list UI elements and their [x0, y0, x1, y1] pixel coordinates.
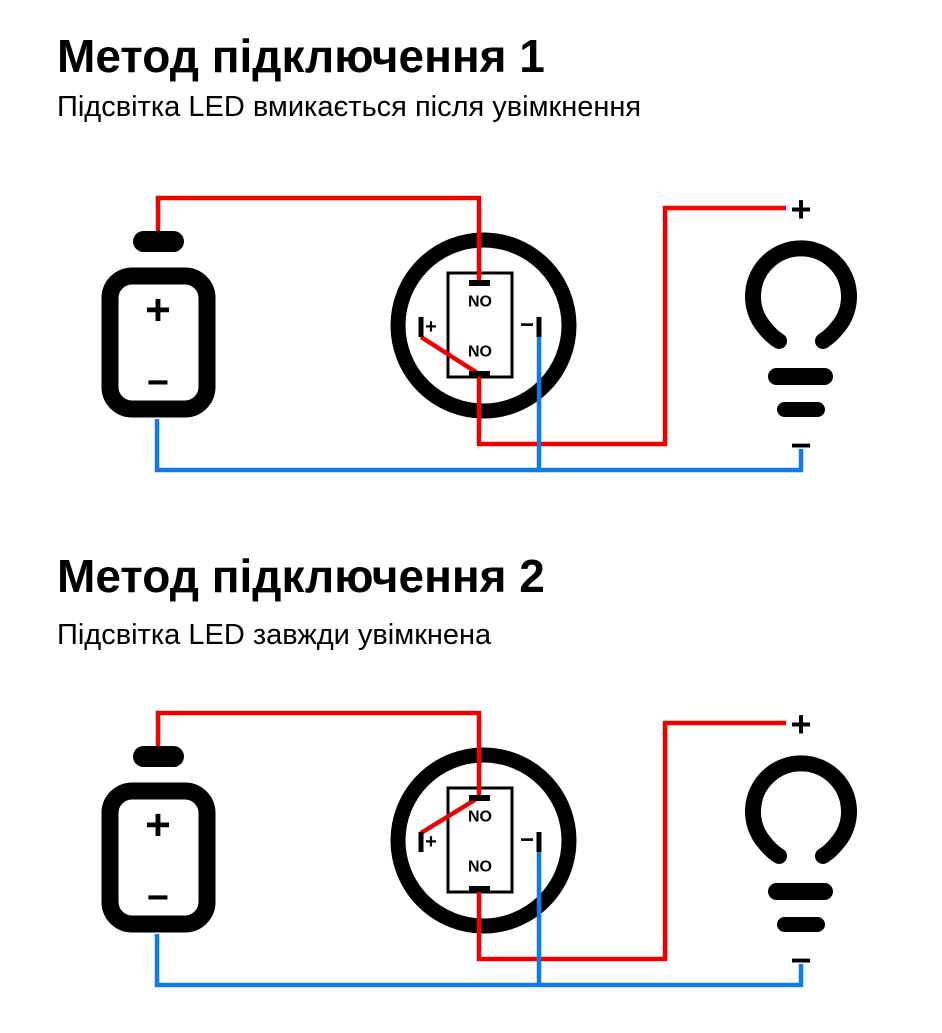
switch-led-terminal-negative	[536, 317, 542, 337]
negative-wire-battery-to-bulb	[154, 934, 804, 988]
switch-terminal-top	[469, 795, 490, 801]
bulb-base-bar-1	[768, 368, 833, 385]
bulb-base-bar-2	[777, 402, 825, 417]
led-positive-jumper-wire	[419, 335, 481, 376]
wiring-diagram-1: NO NO + − + − + −	[101, 189, 857, 473]
switch-led-terminal-positive	[418, 317, 424, 337]
wiring-diagram-2: NO NO + − + − + −	[101, 704, 857, 988]
bulb-plus-label: +	[790, 189, 811, 230]
bulb-glass	[745, 755, 857, 864]
method-2-title: Метод підключення 2	[57, 550, 545, 602]
switch-no-top-label: NO	[468, 294, 492, 311]
positive-wire-switch-to-bulb	[476, 720, 786, 962]
battery-minus-label: −	[147, 877, 169, 919]
switch-no-top-label: NO	[468, 809, 492, 826]
battery-plus-label: +	[145, 801, 171, 850]
switch-terminal-top	[469, 280, 490, 286]
switch-led-plus-label: +	[425, 316, 437, 338]
battery-minus-label: −	[147, 362, 169, 404]
bulb-minus-label: −	[790, 425, 811, 466]
battery-body	[101, 782, 216, 933]
method-1-title: Метод підключення 1	[57, 30, 545, 82]
switch-led-minus-label: −	[520, 827, 534, 854]
switch-no-bottom-label: NO	[468, 859, 492, 876]
switch-terminal-bottom	[469, 371, 490, 377]
positive-wire-switch-to-bulb	[476, 205, 786, 447]
bulb-icon: + −	[745, 704, 857, 981]
bulb-glass	[745, 240, 857, 349]
switch-contact-block	[446, 786, 514, 894]
method-1-subtitle: Підсвітка LED вмикається після увімкненн…	[57, 91, 642, 123]
led-positive-jumper-wire	[419, 796, 480, 835]
bulb-base-bar-1	[768, 883, 833, 900]
bulb-base-bar-2	[777, 917, 825, 932]
battery-icon: + −	[101, 746, 216, 933]
switch-led-minus-label: −	[520, 312, 534, 339]
positive-wire-battery-to-switch	[155, 195, 482, 281]
switch-terminal-bottom	[469, 886, 490, 892]
bulb-plus-label: +	[790, 704, 811, 745]
battery-cap	[133, 231, 184, 252]
push-button-switch-icon	[390, 747, 577, 934]
push-button-switch-icon	[390, 232, 577, 419]
battery-plus-label: +	[145, 286, 171, 335]
battery-body	[101, 267, 216, 418]
switch-led-terminal-negative	[536, 832, 542, 852]
negative-wire-battery-to-bulb	[154, 419, 804, 473]
battery-cap	[133, 746, 184, 767]
switch-led-plus-label: +	[425, 831, 437, 853]
bulb-icon: + −	[745, 189, 857, 466]
switch-led-terminal-positive	[418, 832, 424, 852]
battery-icon: + −	[101, 231, 216, 418]
positive-wire-battery-to-switch	[155, 710, 482, 796]
bulb-minus-label: −	[790, 940, 811, 981]
switch-no-bottom-label: NO	[468, 344, 492, 361]
method-2-subtitle: Підсвітка LED завжди увімкнена	[57, 619, 492, 651]
